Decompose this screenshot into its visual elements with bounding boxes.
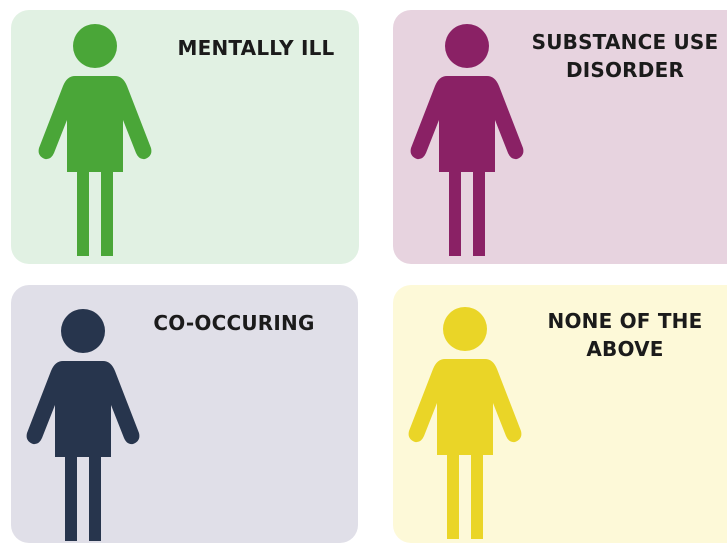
person-icon [410,24,524,256]
card-substance-use-disorder: SUBSTANCE USE DISORDER [393,10,727,264]
person-icon [38,24,152,256]
person-icon [26,309,140,541]
card-mentally-ill: MENTALLY ILL [11,10,359,264]
card-label: MENTALLY ILL [177,36,335,60]
card-label: NONE OF THE ABOVE [547,309,703,361]
card-co-occuring: CO-OCCURING [11,285,358,543]
card-label: SUBSTANCE USE DISORDER [531,30,719,82]
person-icon [408,307,522,539]
card-none-of-the-above: NONE OF THE ABOVE [393,285,727,543]
card-label: CO-OCCURING [153,311,315,335]
